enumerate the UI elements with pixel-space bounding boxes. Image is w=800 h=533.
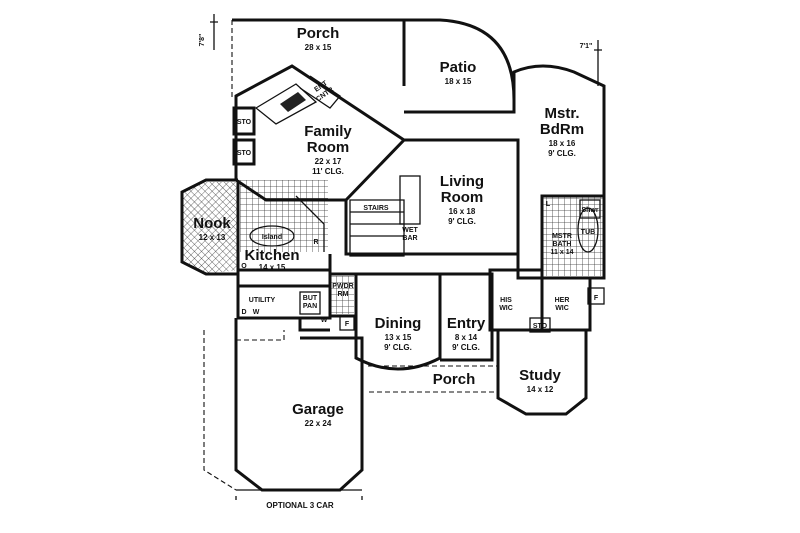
stairs-label: STAIRS (363, 205, 388, 212)
nook-bay-walls (180, 178, 238, 276)
master-bath-tile-floor (542, 196, 604, 276)
optional-garage-outline (203, 330, 285, 491)
butler-pantry-label-1: BUT (303, 295, 318, 302)
study-size: 14 x 12 (527, 385, 554, 394)
optional-garage-dimension (235, 489, 363, 500)
patio-label: Patio (440, 59, 477, 76)
patio-size: 18 x 15 (445, 77, 472, 86)
master-bath-label-2: BATH (553, 241, 572, 248)
living-room-walls (344, 138, 520, 256)
kitchen-size: 14 x 15 (259, 263, 286, 272)
dimension-label-right: 7'1" (580, 43, 593, 50)
furnace-closet (339, 315, 355, 331)
dining-label: Dining (375, 315, 422, 332)
utility-walls (238, 284, 330, 332)
butler-pantry-label-2: PAN (303, 303, 317, 310)
entry-ceiling: 9' CLG. (452, 343, 480, 352)
staircase (349, 199, 405, 257)
rear-porch-label: Porch (297, 25, 340, 42)
family-room-size: 22 x 17 (315, 157, 342, 166)
dining-size: 13 x 15 (385, 333, 412, 342)
her-closet-label-1: HER (555, 297, 570, 304)
storage-label-2: STO (237, 150, 252, 157)
entertainment-center (299, 75, 341, 109)
washer-label: W (253, 309, 260, 316)
entry-size: 8 x 14 (455, 333, 478, 342)
storage-label-3: STO (533, 323, 548, 330)
dining-ceiling: 9' CLG. (384, 343, 412, 352)
storage-label-1: STO (237, 119, 252, 126)
oven-label: O (241, 263, 247, 270)
fireplace-hearth (280, 92, 306, 112)
master-bedroom-label-2: BdRm (540, 121, 584, 138)
living-room-size: 16 x 18 (449, 207, 476, 216)
front-porch-label: Porch (433, 371, 476, 388)
entry-label: Entry (447, 315, 486, 332)
front-porch-outline (368, 365, 499, 393)
island-label: Island (262, 234, 282, 241)
master-bedroom-ceiling: 9' CLG. (548, 149, 576, 158)
refrigerator-label: R (313, 239, 318, 246)
master-bedroom-label-1: Mstr. (544, 105, 579, 122)
powder-room-tile-floor (330, 276, 354, 314)
living-room-label-2: Room (441, 189, 484, 206)
family-room-label-1: Family (304, 123, 352, 140)
garage-size: 22 x 24 (305, 419, 332, 428)
kitchen-counter (295, 195, 325, 252)
rear-porch-size: 28 x 15 (305, 43, 332, 52)
shower-label: Shwr (581, 207, 598, 214)
linen-label: L (546, 201, 551, 208)
storage-closet-2 (232, 138, 256, 166)
study-label: Study (519, 367, 561, 384)
her-closet-label-2: WIC (555, 305, 569, 312)
study-walls (496, 328, 588, 416)
entry-walls (440, 272, 494, 362)
garage-label: Garage (292, 401, 344, 418)
family-room-ceiling: 11' CLG. (312, 167, 344, 176)
nook-label: Nook (193, 215, 231, 232)
bath-tub (577, 207, 599, 253)
family-room-label-2: Room (307, 139, 350, 156)
dimension-line-right (594, 40, 602, 86)
washer-label-2: W (321, 317, 328, 324)
wet-bar-label-1: WET (402, 227, 418, 234)
shower (579, 199, 601, 219)
furnace-label-2: F (594, 295, 599, 302)
wet-bar-label-2: BAR (402, 235, 417, 242)
master-bedroom-size: 18 x 16 (549, 139, 576, 148)
dimension-label-left: 7'8" (199, 34, 206, 47)
storage-closet-3 (529, 317, 551, 333)
furnace-label-1: F (345, 321, 350, 328)
his-closet-label-2: WIC (499, 305, 513, 312)
fireplace (254, 83, 318, 125)
tub-label: TUB (581, 229, 595, 236)
powder-room-label-1: PWDR (332, 283, 353, 290)
dining-room-walls (354, 272, 442, 371)
nook-size: 12 x 13 (199, 233, 226, 242)
powder-room-label-2: RM (338, 291, 349, 298)
master-bath-size: 11 x 14 (551, 249, 574, 256)
master-bedroom-walls (512, 64, 606, 280)
nook-tile-floor (182, 182, 238, 274)
kitchen-label: Kitchen (244, 247, 299, 264)
utility-label: UTILITY (249, 297, 276, 304)
his-closet-label-1: HIS (500, 297, 512, 304)
her-closet-walls (542, 276, 592, 332)
living-room-label-1: Living (440, 173, 484, 190)
dryer-label: D (241, 309, 246, 316)
storage-closet-1 (232, 106, 256, 136)
optional-garage-label: OPTIONAL 3 CAR (266, 501, 334, 510)
butler-pantry (299, 291, 321, 315)
living-room-ceiling: 9' CLG. (448, 217, 476, 226)
island-outline (249, 225, 295, 247)
dimension-line-left (210, 14, 218, 50)
furnace-closet-2 (587, 287, 605, 305)
master-bath-label-1: MSTR (552, 233, 572, 240)
